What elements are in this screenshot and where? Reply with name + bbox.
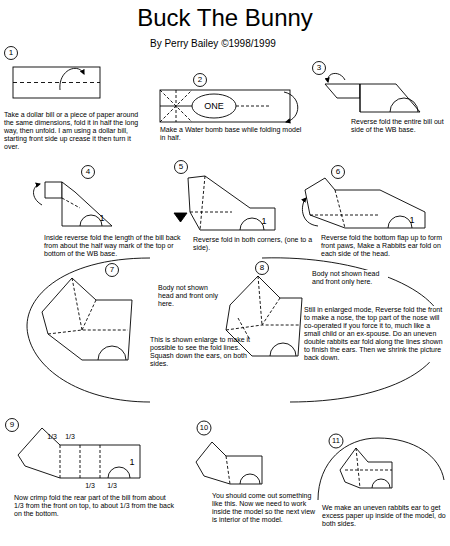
step-number: 8 bbox=[255, 263, 269, 272]
note-text: Body not shown head and front only here. bbox=[158, 284, 222, 308]
instruction-text: Reverse fold the entire bill out side of… bbox=[351, 118, 447, 134]
step-number: 3 bbox=[312, 63, 326, 72]
step-number: 4 bbox=[81, 167, 95, 176]
instruction-text: Make a Water bomb base while folding mod… bbox=[160, 126, 305, 142]
fraction-label: 1/3 bbox=[104, 482, 120, 490]
instruction-text: Take a dollar bill or a piece of paper a… bbox=[4, 111, 144, 151]
instruction-text: Inside reverse fold the length of the bi… bbox=[44, 234, 182, 258]
step-number: 7 bbox=[105, 265, 119, 274]
step-number: 1 bbox=[4, 48, 18, 57]
step-number: 5 bbox=[174, 162, 188, 171]
instruction-text: Still in enlarged mode, Reverse fold the… bbox=[304, 306, 447, 362]
byline: By Perry Bailey ©1998/1999 bbox=[150, 38, 310, 50]
bill-text: ONE bbox=[199, 101, 229, 111]
fraction-label: 1/3 bbox=[62, 433, 78, 441]
step-number: 2 bbox=[193, 75, 207, 84]
note-text: Body not shown head and front only here. bbox=[312, 270, 388, 286]
instruction-text: This is shown enlarge to make it possibl… bbox=[150, 336, 260, 368]
instruction-text: We make an uneven rabbits ear to get exc… bbox=[322, 504, 446, 528]
step-number: 10 bbox=[196, 424, 212, 433]
title: Buck The Bunny bbox=[0, 4, 450, 32]
instruction-text: Reverse fold the bottom flap up to form … bbox=[321, 234, 447, 258]
instruction-text: You should come out something like this.… bbox=[212, 492, 320, 524]
face-number: 1 bbox=[97, 213, 107, 223]
step-number: 9 bbox=[5, 420, 19, 429]
instruction-text: Now crimp fold the rear part of the bill… bbox=[14, 494, 174, 518]
step-number: 6 bbox=[331, 167, 345, 176]
step-number: 11 bbox=[328, 437, 344, 446]
fraction-label: 1/3 bbox=[44, 433, 60, 441]
face-number: 1 bbox=[259, 216, 269, 226]
instruction-text: Reverse fold in both corners, (one to a … bbox=[193, 236, 318, 252]
fraction-label: 1/3 bbox=[82, 482, 98, 490]
face-number: 1 bbox=[127, 457, 137, 467]
face-number: 1 bbox=[407, 215, 417, 225]
